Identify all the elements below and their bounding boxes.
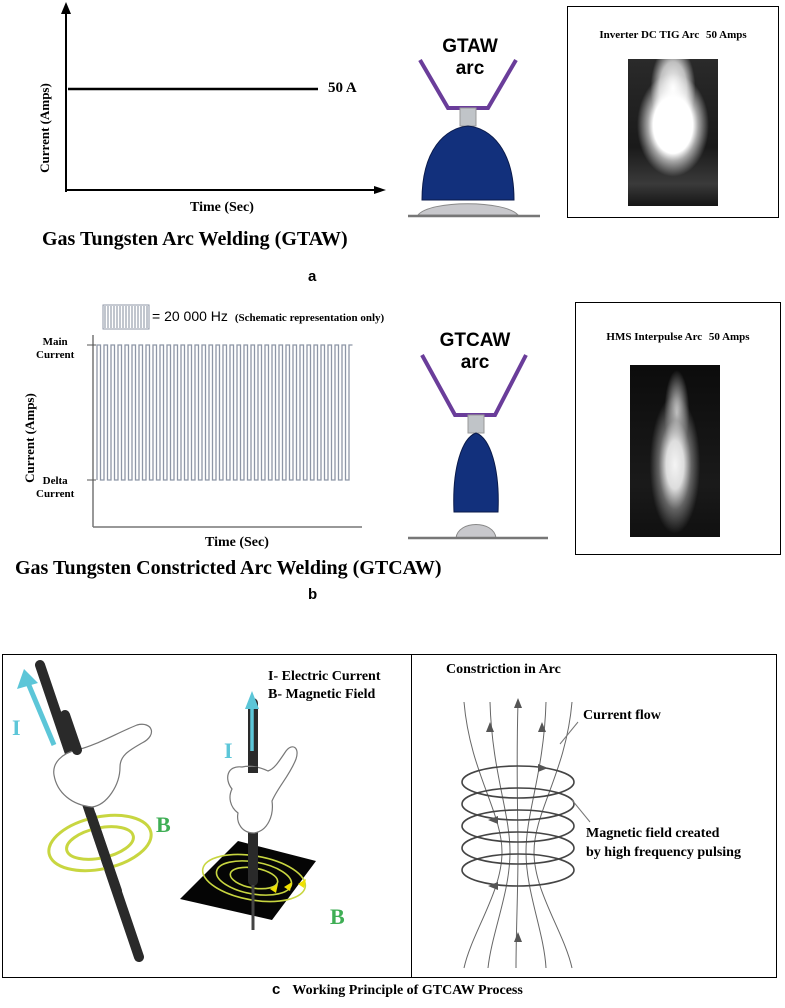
flow-line-3 [515, 701, 519, 969]
gtcaw-torch-label-line1: GTCAW [439, 330, 511, 351]
coil-ring-3 [461, 809, 575, 843]
gtcaw-photo-caption-right: 50 Amps [708, 331, 750, 343]
field-symbol-left: B [156, 812, 171, 837]
gtaw-photo-caption-left: Inverter DC TIG Arc [599, 29, 700, 41]
panel-c-divider [411, 654, 412, 977]
coil-ring-5 [461, 853, 575, 887]
gtaw-y-axis-label: Current (Amps) [37, 83, 52, 173]
gtaw-nozzle [418, 58, 518, 110]
coil-ring-2 [461, 787, 575, 821]
panel-c-letter: c [272, 981, 281, 998]
right-hand-sketch [227, 746, 298, 834]
left-hand-sketch [53, 723, 153, 808]
gtcaw-arc-photo-frame: HMS Interpulse Arc 50 Amps [575, 302, 781, 555]
current-flow-leader [559, 721, 579, 745]
gtcaw-workpiece-bead [455, 524, 497, 539]
gtaw-arc-cone [421, 125, 515, 201]
gtcaw-photo-caption-left: HMS Interpulse Arc [606, 331, 703, 343]
flow-line-5 [533, 701, 573, 969]
x-axis-arrow [374, 186, 386, 194]
gtcaw-title: Gas Tungsten Constricted Arc Welding (GT… [15, 557, 442, 579]
coil-ring-4 [461, 831, 575, 865]
pulse-frequency-label: = 20 000 Hz [152, 308, 228, 324]
panel-c-frame [2, 654, 777, 978]
coil-ring-1 [461, 765, 575, 799]
magnetic-leader [571, 799, 591, 823]
current-flow-label: Current flow [583, 708, 661, 723]
gtaw-photo-caption-right: 50 Amps [706, 29, 747, 41]
panel-c-caption-text: Working Principle of GTCAW Process [292, 983, 523, 998]
rhr-legend-line1: I- Electric Current [268, 669, 381, 684]
gtaw-torch-label-line1: GTAW [442, 36, 498, 57]
gtaw-x-axis-label: Time (Sec) [190, 200, 254, 215]
panel-b-letter: b [308, 586, 318, 603]
gtaw-current-chart [61, 2, 386, 194]
gtaw-photo-caption: Inverter DC TIG Arc 50 Amps [568, 29, 778, 41]
magnetic-field-label-line2: by high frequency pulsing [586, 845, 741, 860]
current-arrowhead-right [245, 691, 259, 709]
magnetic-field-label-line1: Magnetic field created [586, 826, 720, 841]
current-symbol-right: I [224, 738, 233, 763]
gtaw-level-label: 50 A [328, 80, 357, 96]
y-axis-arrow [61, 2, 71, 14]
gtcaw-arc-photo [630, 365, 720, 537]
flow-line-2 [487, 701, 511, 969]
gtcaw-torch-label-line2: arc [460, 352, 490, 373]
constriction-diagram [461, 698, 591, 969]
constriction-title: Constriction in Arc [446, 662, 561, 677]
gtcaw-electrode [467, 414, 485, 434]
gtaw-torch-illustration [408, 58, 540, 218]
panel-c-caption: c Working Principle of GTCAW Process [272, 981, 523, 999]
pulse-legend: = 20 000 Hz (Schematic representation on… [152, 308, 384, 326]
gtcaw-arc-cone [453, 432, 499, 513]
gtaw-electrode [459, 107, 477, 127]
pulse-train [96, 344, 353, 481]
main-current-line1: Main [42, 336, 68, 348]
current-symbol-left: I [12, 715, 21, 740]
gtcaw-pulse-chart [87, 335, 362, 528]
current-arrowhead-left [17, 669, 38, 689]
current-arrow-left [25, 682, 57, 746]
pulse-legend-swatch [102, 304, 150, 330]
rhr-legend-line2: B- Magnetic Field [268, 687, 376, 702]
pulse-legend-note: (Schematic representation only) [234, 312, 385, 324]
delta-current-label: Delta Current [36, 475, 74, 501]
gtcaw-torch-illustration [408, 354, 548, 540]
flow-line-4 [525, 701, 547, 969]
rhr-legend: I- Electric Current B- Magnetic Field [268, 668, 380, 704]
main-current-label: Main Current [36, 336, 74, 362]
gtcaw-photo-caption: HMS Interpulse Arc 50 Amps [576, 331, 780, 343]
field-symbol-right: B [330, 904, 345, 929]
pulse-waveform [96, 344, 353, 481]
delta-current-line1: Delta [42, 475, 68, 487]
gtaw-arc-photo-frame: Inverter DC TIG Arc 50 Amps [567, 6, 779, 218]
right-hand-rule-illustration [17, 660, 316, 962]
gtaw-title: Gas Tungsten Arc Welding (GTAW) [42, 228, 348, 250]
flow-line-1 [463, 701, 503, 969]
gtcaw-nozzle [420, 354, 528, 417]
gtaw-workpiece-bead [416, 203, 520, 216]
gtaw-torch-label-line2: arc [455, 58, 485, 79]
delta-current-line2: Current [36, 488, 75, 500]
gtaw-arc-photo [628, 59, 718, 206]
gtcaw-x-axis-label: Time (Sec) [205, 535, 269, 550]
panel-a-letter: a [308, 268, 317, 285]
main-current-line2: Current [36, 349, 75, 361]
magnetic-field-label: Magnetic field created by high frequency… [586, 824, 741, 862]
